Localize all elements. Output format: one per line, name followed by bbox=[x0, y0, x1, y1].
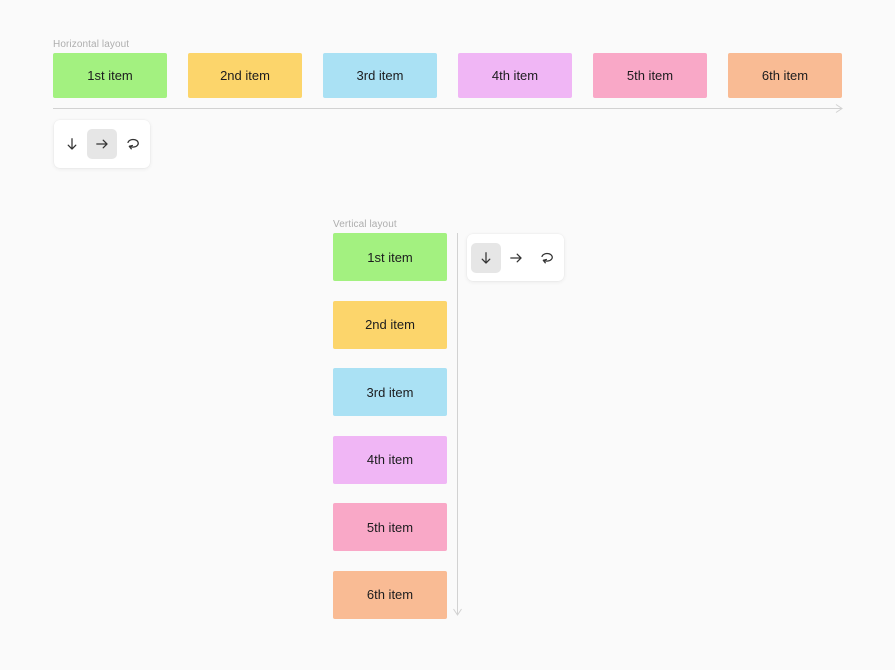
layout-vertical-button[interactable] bbox=[470, 242, 501, 273]
layout-horizontal-button[interactable] bbox=[501, 243, 531, 273]
list-item[interactable]: 6th item bbox=[728, 53, 842, 98]
list-item[interactable]: 5th item bbox=[333, 503, 447, 551]
horizontal-direction-arrow bbox=[53, 104, 843, 113]
vertical-layout-toolbar bbox=[467, 234, 564, 281]
list-item[interactable]: 3rd item bbox=[323, 53, 437, 98]
layout-wrap-button[interactable] bbox=[531, 243, 561, 273]
arrow-down-icon bbox=[481, 251, 490, 264]
list-item[interactable]: 4th item bbox=[333, 435, 447, 484]
horizontal-layout-label: Horizontal layout bbox=[53, 39, 130, 50]
list-item[interactable]: 1st item bbox=[53, 53, 167, 98]
arrow-down-icon bbox=[67, 138, 77, 150]
layout-wrap-button[interactable] bbox=[117, 129, 147, 159]
wrap-arrow-icon bbox=[540, 252, 553, 263]
list-item[interactable]: 2nd item bbox=[333, 300, 447, 349]
list-item[interactable]: 6th item bbox=[333, 570, 447, 619]
vertical-layout-label: Vertical layout bbox=[333, 219, 397, 230]
horizontal-items-row: 1st item 2nd item 3rd item 4th item 5th … bbox=[53, 53, 842, 98]
list-item[interactable]: 4th item bbox=[458, 53, 572, 98]
vertical-items-column: 1st item 2nd item 3rd item 4th item 5th … bbox=[333, 233, 447, 619]
list-item[interactable]: 2nd item bbox=[188, 53, 302, 98]
list-item[interactable]: 5th item bbox=[593, 53, 707, 98]
vertical-direction-arrow bbox=[453, 233, 462, 616]
arrow-right-icon bbox=[96, 139, 108, 149]
layout-vertical-button[interactable] bbox=[57, 129, 87, 159]
arrow-right-icon bbox=[509, 253, 522, 262]
horizontal-layout-toolbar bbox=[54, 120, 150, 168]
layout-horizontal-button[interactable] bbox=[87, 129, 117, 159]
list-item[interactable]: 3rd item bbox=[333, 368, 447, 416]
wrap-arrow-icon bbox=[127, 138, 139, 150]
list-item[interactable]: 1st item bbox=[333, 233, 447, 281]
